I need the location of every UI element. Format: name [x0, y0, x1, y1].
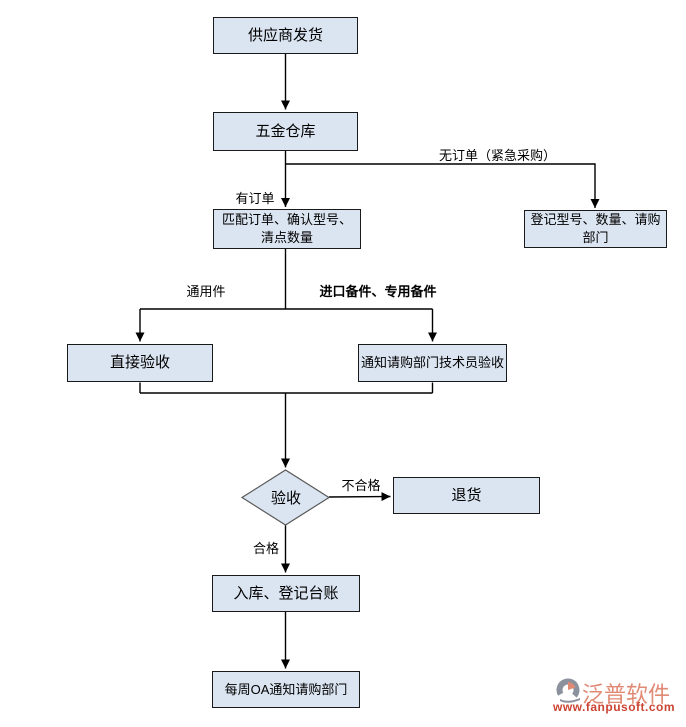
- edge-label-no-order: 无订单（紧急采购）: [438, 148, 556, 163]
- edge-label-has-order: 有订单: [235, 191, 275, 206]
- connector-no-order-branch: [285, 163, 600, 208]
- acceptance-diamond: [240, 469, 331, 526]
- node-acceptance-label: 验收: [270, 490, 301, 507]
- node-weekly-notify: 每周OA通知请购部门: [212, 671, 360, 708]
- node-register-model: 登记型号、数量、请购部门: [524, 210, 667, 248]
- fanpu-logo-icon: [556, 678, 580, 703]
- edge-label-imported-parts: 进口备件、专用备件: [319, 284, 437, 299]
- node-supplier-ship: 供应商发货: [213, 17, 358, 54]
- connector-unqualified: [328, 492, 391, 502]
- edge-label-unqualified: 不合格: [341, 478, 381, 493]
- node-notify-tech: 通知请购部门技术员验收: [358, 344, 507, 382]
- vendor-logo: 泛普软件 www.fanpusoft.com: [552, 674, 680, 718]
- node-direct-accept: 直接验收: [67, 344, 213, 382]
- node-hardware-warehouse: 五金仓库: [213, 112, 358, 151]
- edge-label-qualified: 合格: [252, 541, 279, 556]
- node-match-order: 匹配订单、确认型号、清点数量: [213, 209, 361, 249]
- node-return-goods: 退货: [393, 477, 540, 514]
- edge-label-general-parts: 通用件: [186, 284, 226, 299]
- fanpu-logo-url: www.fanpusoft.com: [553, 700, 676, 714]
- node-warehouse-ledger: 入库、登记台账: [212, 575, 360, 612]
- fanpu-logo-name: 泛普软件: [582, 682, 671, 707]
